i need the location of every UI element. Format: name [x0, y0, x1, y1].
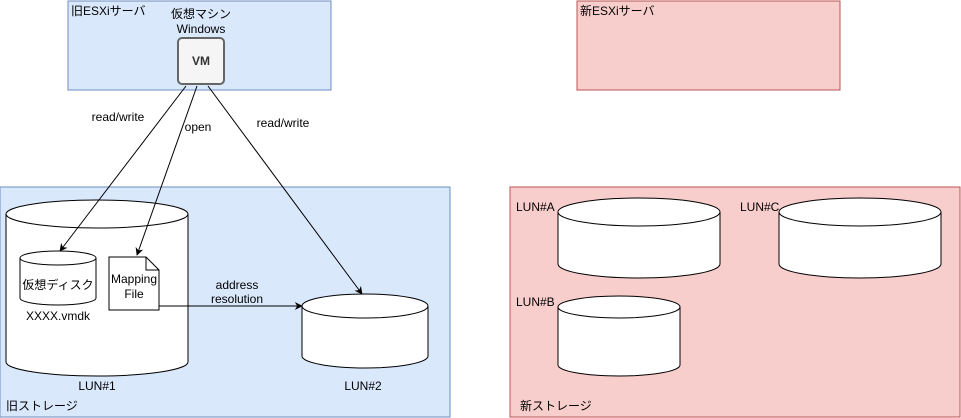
- old-storage-label: 旧ストレージ: [6, 399, 78, 413]
- edge-label-resolution: resolution: [211, 292, 263, 306]
- lun-c-cylinder[interactable]: [778, 197, 942, 279]
- edge-vm-to-mapping-file: [135, 85, 198, 256]
- lun2-cylinder[interactable]: [301, 293, 429, 369]
- mapping-file-line2: File: [124, 287, 144, 301]
- edge-label-open: open: [185, 120, 212, 134]
- virtual-disk-label: 仮想ディスク: [22, 277, 93, 292]
- vm-box[interactable]: VM: [177, 37, 225, 85]
- new-esxi-server[interactable]: 新ESXiサーバ: [576, 0, 841, 91]
- vmdk-label: XXXX.vmdk: [26, 309, 91, 323]
- lun-b-cylinder[interactable]: [557, 295, 681, 377]
- lun-b-label: LUN#B: [516, 295, 555, 309]
- edge-vm-to-lun2: [207, 85, 363, 295]
- vm-caption-line2: Windows: [177, 22, 226, 36]
- mapping-file-document[interactable]: Mapping File: [108, 256, 160, 311]
- edge-label-read-write-right: read/write: [257, 116, 310, 130]
- virtual-disk-cylinder[interactable]: 仮想ディスク: [19, 250, 97, 306]
- vm-caption-line1: 仮想マシン: [171, 6, 231, 21]
- lun-a-cylinder[interactable]: [557, 197, 721, 279]
- vm-label: VM: [192, 54, 210, 68]
- edge-label-address: address: [216, 278, 259, 292]
- lun2-label: LUN#2: [344, 379, 382, 393]
- lun1-label: LUN#1: [78, 379, 116, 393]
- edge-label-read-write-left: read/write: [92, 110, 145, 124]
- edge-vm-to-virtual-disk: [59, 85, 187, 252]
- lun-c-label: LUN#C: [740, 200, 780, 214]
- new-storage-label: 新ストレージ: [520, 398, 592, 413]
- new-esxi-server-label: 新ESXiサーバ: [580, 3, 655, 18]
- old-esxi-server-label: 旧ESXiサーバ: [71, 4, 146, 18]
- mapping-file-line1: Mapping: [111, 272, 157, 286]
- lun-a-label: LUN#A: [516, 200, 555, 214]
